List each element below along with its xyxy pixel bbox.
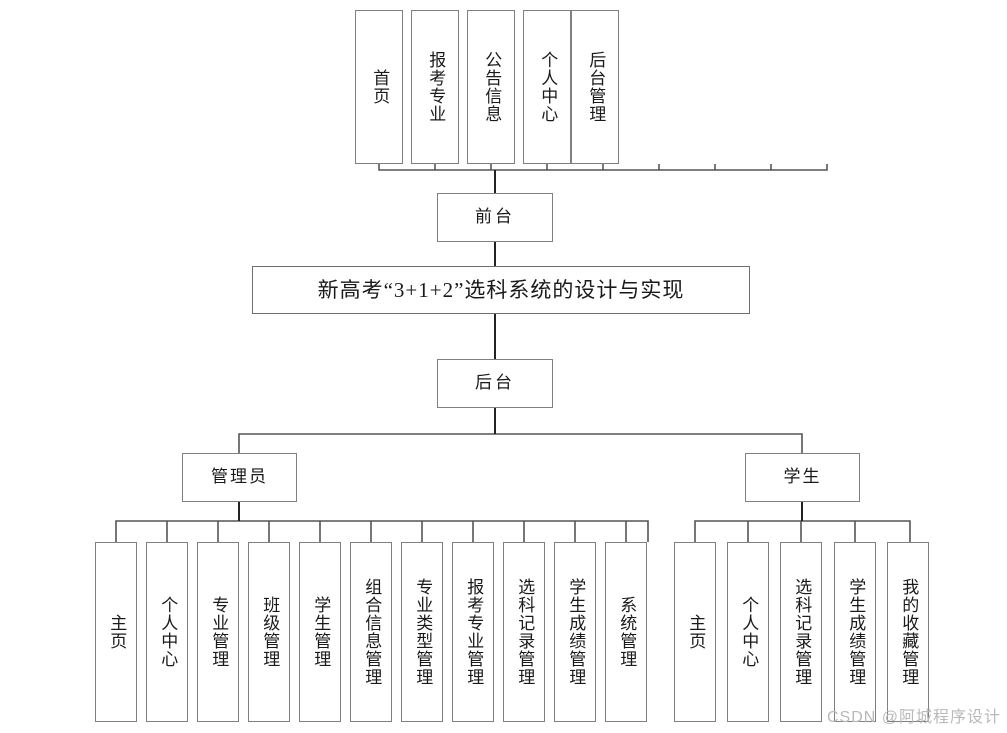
admin-menu-label: 个人中心	[158, 596, 178, 668]
frontend-menu-label: 首页	[370, 69, 390, 105]
student-menu-label: 学生成绩管理	[846, 578, 866, 686]
csdn-watermark: CSDN @阿城程序设计	[826, 709, 1001, 726]
admin-menu-label: 组合信息管理	[362, 578, 382, 686]
role-student[interactable]: 学生	[745, 453, 860, 502]
frontend-menu-item-0[interactable]: 首页	[355, 10, 403, 164]
admin-menu-item-10[interactable]: 系统管理	[605, 542, 647, 722]
admin-menu-label: 系统管理	[617, 596, 637, 668]
student-menu-label: 我的收藏管理	[899, 578, 919, 686]
admin-menu-item-1[interactable]: 个人中心	[146, 542, 188, 722]
admin-menu-label: 专业类型管理	[413, 578, 433, 686]
student-menu-item-0[interactable]: 主页	[674, 542, 716, 722]
stage-frontend[interactable]: 前台	[437, 193, 553, 242]
admin-menu-label: 学生成绩管理	[566, 578, 586, 686]
role-admin-label: 管理员	[211, 467, 268, 487]
admin-menu-item-9[interactable]: 学生成绩管理	[554, 542, 596, 722]
admin-menu-label: 专业管理	[209, 596, 229, 668]
frontend-menu-label: 报考专业	[426, 51, 446, 123]
student-menu-item-3[interactable]: 学生成绩管理	[834, 542, 876, 722]
stage-backend[interactable]: 后台	[437, 359, 553, 408]
student-menu-label: 个人中心	[739, 596, 759, 668]
admin-menu-item-5[interactable]: 组合信息管理	[350, 542, 392, 722]
student-menu-label: 选科记录管理	[792, 578, 812, 686]
system-title-box: 新高考“3+1+2”选科系统的设计与实现	[252, 266, 750, 314]
student-menu-label: 主页	[686, 614, 706, 650]
stage-frontend-label: 前台	[475, 207, 515, 227]
admin-menu-label: 班级管理	[260, 596, 280, 668]
stage-backend-label: 后台	[475, 373, 515, 393]
admin-menu-label: 报考专业管理	[464, 578, 484, 686]
frontend-menu-item-4[interactable]: 后台管理	[571, 10, 619, 164]
frontend-menu-label: 后台管理	[586, 51, 606, 123]
admin-menu-item-0[interactable]: 主页	[95, 542, 137, 722]
student-menu-item-4[interactable]: 我的收藏管理	[887, 542, 929, 722]
frontend-menu-item-2[interactable]: 公告信息	[467, 10, 515, 164]
frontend-menu-label: 个人中心	[538, 51, 558, 123]
admin-menu-label: 选科记录管理	[515, 578, 535, 686]
admin-menu-label: 主页	[107, 614, 127, 650]
admin-menu-item-4[interactable]: 学生管理	[299, 542, 341, 722]
frontend-menu-label: 公告信息	[482, 51, 502, 123]
admin-menu-item-2[interactable]: 专业管理	[197, 542, 239, 722]
admin-menu-item-8[interactable]: 选科记录管理	[503, 542, 545, 722]
admin-menu-item-3[interactable]: 班级管理	[248, 542, 290, 722]
student-menu-item-2[interactable]: 选科记录管理	[780, 542, 822, 722]
admin-menu-item-7[interactable]: 报考专业管理	[452, 542, 494, 722]
role-admin[interactable]: 管理员	[182, 453, 297, 502]
admin-menu-item-6[interactable]: 专业类型管理	[401, 542, 443, 722]
frontend-menu-item-3[interactable]: 个人中心	[523, 10, 571, 164]
student-menu-item-1[interactable]: 个人中心	[727, 542, 769, 722]
role-student-label: 学生	[783, 467, 822, 487]
system-title-label: 新高考“3+1+2”选科系统的设计与实现	[317, 277, 685, 302]
admin-menu-label: 学生管理	[311, 596, 331, 668]
frontend-menu-item-1[interactable]: 报考专业	[411, 10, 459, 164]
